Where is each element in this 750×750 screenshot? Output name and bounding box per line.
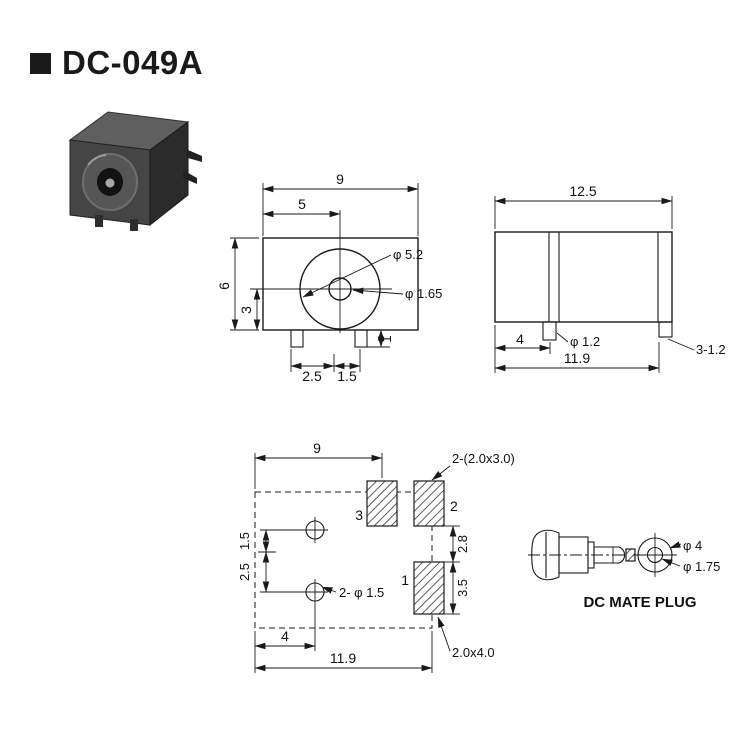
pcb-pad3-label: 3 — [355, 507, 363, 523]
pcb-dim-width: 9 — [313, 440, 321, 456]
connector-photo — [68, 111, 202, 231]
front-dim-hole-center: 3 — [238, 306, 254, 314]
plug-dim-outer-dia: φ 4 — [683, 538, 702, 553]
photo-leg-2 — [130, 219, 138, 231]
photo-side-face — [149, 121, 189, 227]
pcb-dim-board-width: 11.9 — [330, 650, 356, 666]
plug-grip — [531, 529, 560, 581]
pcb-dim-gap: 2.8 — [455, 535, 470, 553]
front-dimension-lines — [230, 183, 419, 372]
front-dim-center-offset: 5 — [298, 196, 306, 212]
side-dim-pin-offset: 4 — [516, 331, 524, 347]
pcb-layout-view: 9 2-(2.0x3.0) 3 2 1 2.8 3.5 1.5 2.5 2- φ… — [237, 440, 515, 673]
photo-leg-1 — [95, 215, 103, 227]
front-dim-width: 9 — [336, 171, 344, 187]
side-leg-left — [542, 321, 557, 341]
pcb-pad-size-label: 2-(2.0x3.0) — [452, 451, 515, 466]
pcb-dimension-lines — [254, 453, 460, 673]
photo-pin-1 — [188, 150, 202, 162]
side-body-details — [548, 232, 659, 322]
side-view: 12.5 4 φ 1.2 11.9 3-1.2 — [494, 183, 726, 373]
pcb-dim-hole-offset: 4 — [281, 628, 289, 644]
mate-plug-view: φ 4 φ 1.75 DC MATE PLUG — [528, 529, 720, 611]
page-title: DC-049A — [62, 44, 203, 81]
front-dim-leg-height: 1 — [379, 335, 394, 342]
front-dim-leg-offset: 1.5 — [337, 368, 357, 384]
title-block: DC-049A — [30, 44, 203, 81]
front-leg-right — [354, 329, 368, 348]
pcb-pad2-label: 2 — [450, 498, 458, 514]
side-dim-side-pins: 3-1.2 — [696, 342, 726, 357]
side-dim-body-width: 11.9 — [564, 350, 590, 366]
plug-dim-inner-dia: φ 1.75 — [683, 559, 720, 574]
title-bullet-square — [30, 53, 51, 74]
side-leg-right — [658, 321, 673, 338]
pcb-pad1-size-label: 2.0x4.0 — [452, 645, 495, 660]
photo-highlight — [87, 154, 107, 166]
front-leg-left — [290, 329, 304, 348]
front-dim-height: 6 — [216, 282, 232, 290]
plug-barrel — [593, 546, 626, 564]
photo-pin-2 — [183, 170, 197, 184]
side-dimension-lines — [494, 196, 695, 373]
pcb-dim-hole-gap-a: 1.5 — [237, 532, 252, 550]
pcb-pad-3 — [366, 480, 398, 527]
side-dim-pin-dia: φ 1.2 — [570, 334, 600, 349]
plug-dimension-lines — [633, 533, 682, 577]
side-dim-overall-width: 12.5 — [569, 183, 596, 199]
pcb-dim-hole-gap-b: 2.5 — [237, 563, 252, 581]
front-body-outline — [262, 237, 419, 331]
photo-center-pin — [105, 178, 115, 188]
pcb-pad-1 — [413, 561, 445, 615]
pcb-pad1-label: 1 — [401, 572, 409, 588]
pcb-dim-pad1-height: 3.5 — [455, 579, 470, 597]
pcb-hole-label: 2- φ 1.5 — [339, 585, 384, 600]
plug-caption: DC MATE PLUG — [583, 594, 696, 611]
front-dim-leg-pitch: 2.5 — [302, 368, 322, 384]
pcb-body-outline — [254, 491, 433, 629]
pcb-pad-2 — [413, 480, 445, 527]
front-dim-pin-hole: φ 1.65 — [405, 286, 442, 301]
side-body-outline — [494, 231, 673, 323]
front-dim-barrel-outer: φ 5.2 — [393, 247, 423, 262]
front-view: 9 5 6 3 φ 5.2 φ 1.65 1 2.5 1.5 — [216, 171, 442, 384]
